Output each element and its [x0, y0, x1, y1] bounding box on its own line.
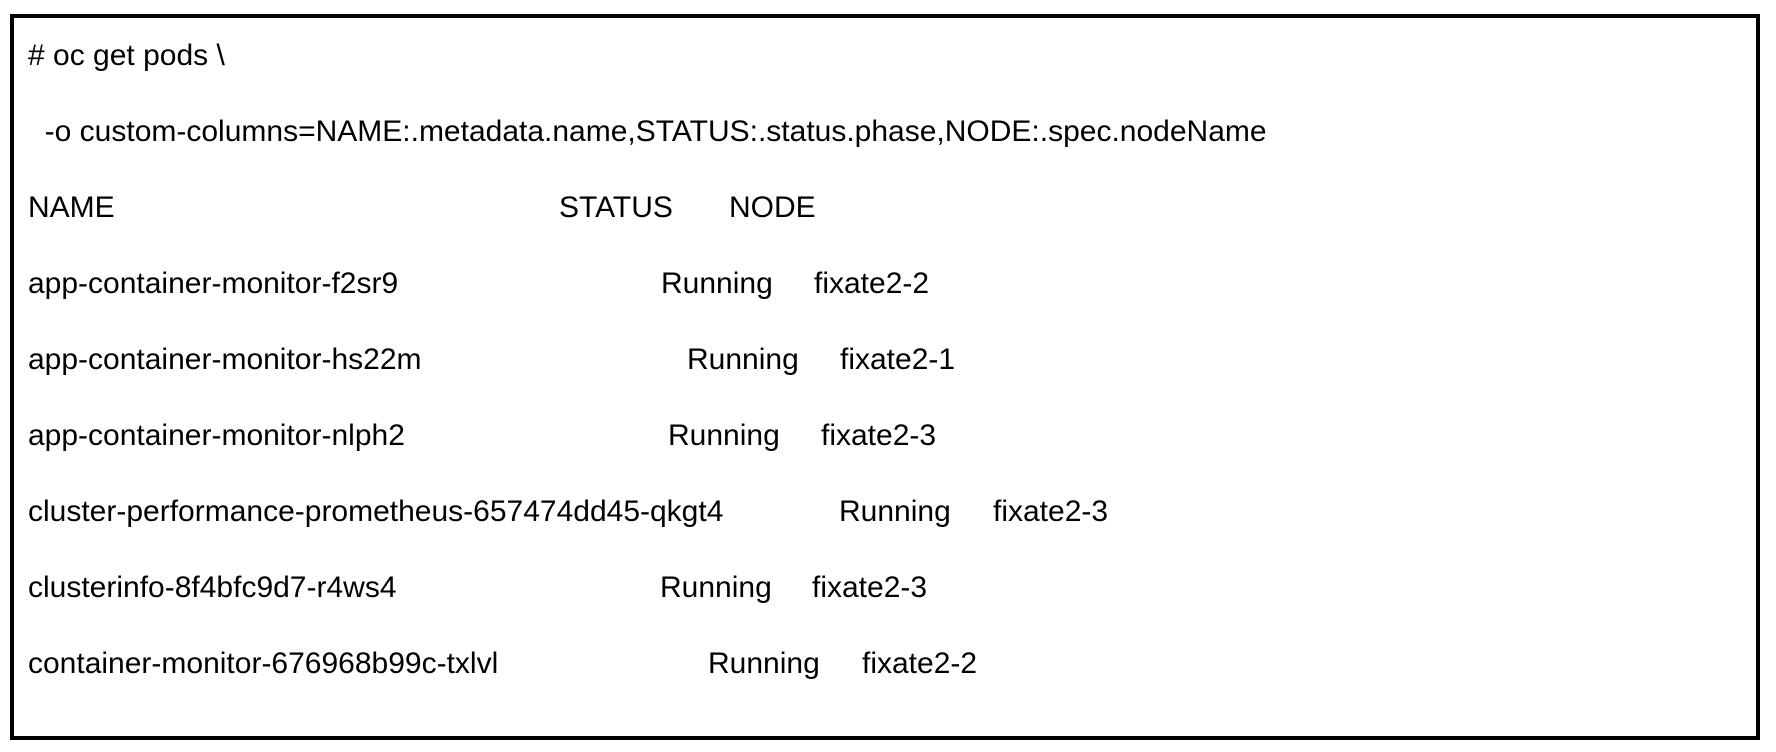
row-node: fixate2-2: [862, 647, 978, 680]
row-node: fixate2-3: [821, 419, 937, 452]
command-line-2: -o custom-columns=NAME:.metadata.name,ST…: [28, 115, 1267, 148]
row-node: fixate2-3: [993, 495, 1109, 528]
header-name: NAME: [28, 191, 115, 224]
row-node: fixate2-1: [840, 343, 956, 376]
command-line-1: # oc get pods \: [28, 39, 225, 72]
row-name: cluster-performance-prometheus-657474dd4…: [28, 495, 724, 528]
header-node: NODE: [729, 191, 816, 224]
row-node: fixate2-3: [812, 571, 928, 604]
row-status: Running: [839, 495, 951, 528]
row-status: Running: [661, 267, 773, 300]
row-name: clusterinfo-8f4bfc9d7-r4ws4: [28, 571, 397, 604]
row-node: fixate2-2: [814, 267, 930, 300]
header-status: STATUS: [559, 191, 673, 224]
row-name: app-container-monitor-nlph2: [28, 419, 405, 452]
terminal-output-box: [10, 14, 1760, 740]
row-name: app-container-monitor-hs22m: [28, 343, 422, 376]
row-status: Running: [668, 419, 780, 452]
row-status: Running: [708, 647, 820, 680]
row-name: container-monitor-676968b99c-txlvl: [28, 647, 499, 680]
row-name: app-container-monitor-f2sr9: [28, 267, 399, 300]
row-status: Running: [687, 343, 799, 376]
row-status: Running: [660, 571, 772, 604]
